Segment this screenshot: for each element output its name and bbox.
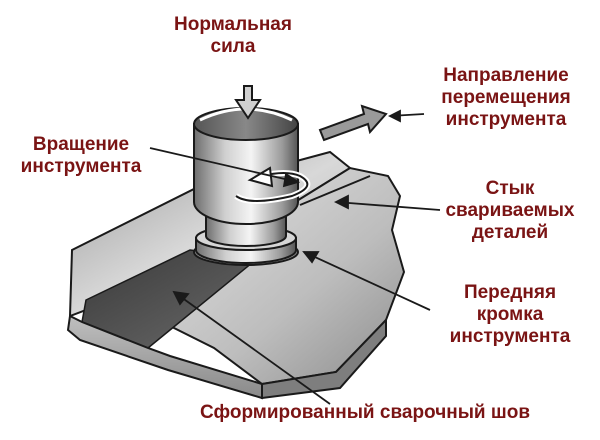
label-weld-seam: Сформированный сварочный шов — [200, 402, 531, 423]
plate-right-face — [261, 317, 387, 400]
leader-joint — [335, 201, 441, 211]
tool-top — [192, 107, 300, 141]
leader-front — [303, 251, 431, 311]
label-leading-edge: Передняя кромка инструмента — [449, 282, 571, 347]
right-plate — [148, 166, 406, 386]
label-normal-force: Нормальная сила — [174, 14, 292, 57]
leader-seam — [173, 291, 331, 405]
normal-force-arrow — [234, 85, 262, 120]
joint-line — [299, 175, 371, 206]
travel-direction-arrow — [318, 104, 388, 142]
label-travel-direction: Направление перемещения инструмента — [441, 65, 571, 130]
label-weld-joint: Стык свариваемых деталей — [445, 178, 575, 243]
label-tool-rotation: Вращение инструмента — [20, 134, 142, 177]
leader-rotation — [149, 147, 299, 183]
